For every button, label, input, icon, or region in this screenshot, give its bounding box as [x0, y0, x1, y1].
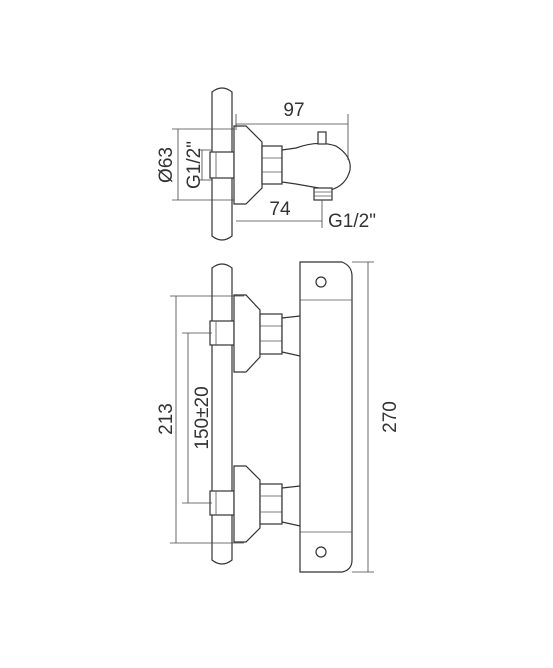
lower-connector [209, 465, 313, 543]
dim-thread-inlet-lines [198, 149, 212, 181]
front-view: 213 150±20 270 [156, 261, 401, 573]
lower-screw [315, 546, 327, 558]
upper-screw [315, 276, 327, 288]
dim-150: 150±20 [192, 386, 213, 449]
top-upper-post [317, 131, 327, 145]
top-inlet-connector [209, 151, 235, 179]
top-wall [211, 87, 233, 241]
front-wall [211, 263, 233, 565]
top-view: 97 Ø63 G1/2" 74 G1/2" [156, 87, 376, 241]
top-body [281, 142, 351, 191]
top-outlet-thread [313, 187, 333, 201]
dim-74: 74 [269, 199, 291, 220]
dim-270: 270 [380, 401, 401, 433]
dim-270-lines [352, 261, 374, 573]
dim-97: 97 [283, 100, 304, 121]
dim-diameter-lines [172, 128, 234, 201]
upper-connector [209, 294, 313, 373]
top-escutcheon [233, 125, 263, 205]
dim-thread-inlet: G1/2" [184, 141, 205, 189]
dim-97-lines [235, 114, 349, 160]
thermostat-bar [299, 261, 353, 573]
dim-150-lines [182, 332, 212, 504]
dim-diameter: Ø63 [156, 147, 177, 183]
dim-74-lines [236, 200, 323, 228]
dim-213-lines [170, 295, 244, 544]
top-nut [261, 145, 283, 185]
dim-thread-outlet: G1/2" [328, 211, 376, 232]
dim-213: 213 [156, 403, 177, 435]
